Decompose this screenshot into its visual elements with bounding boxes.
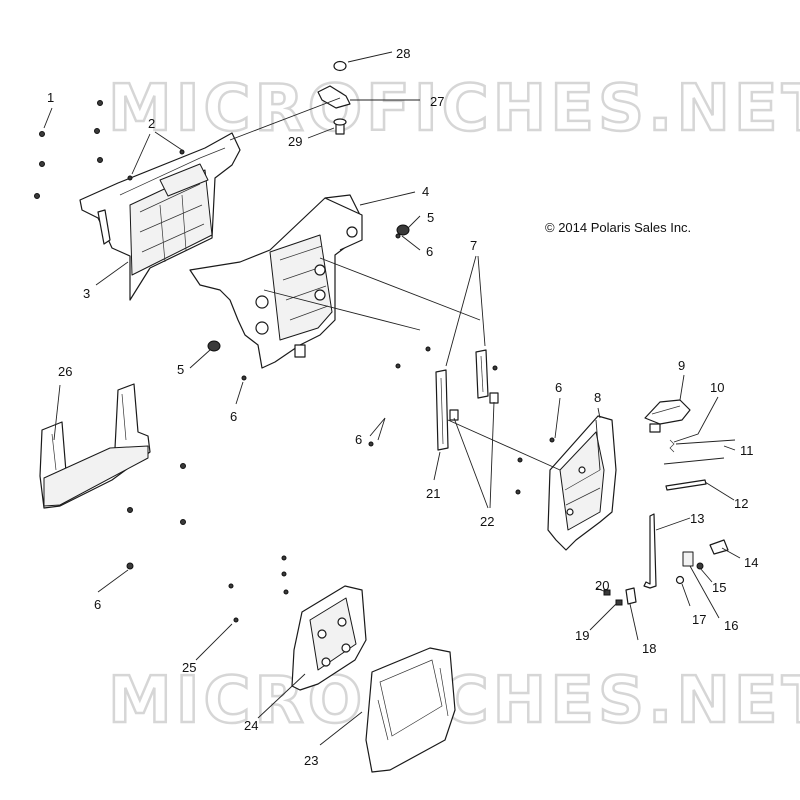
part-23-back-cushion xyxy=(365,647,456,773)
part-22-clip-right xyxy=(489,392,499,404)
callout-6-right: 6 xyxy=(555,380,562,395)
callout-21: 21 xyxy=(426,486,440,501)
part-18-hinge xyxy=(625,587,637,605)
callout-22: 22 xyxy=(480,514,494,529)
part-10-spring xyxy=(669,439,675,453)
part-7-rail-right xyxy=(475,349,489,399)
part-13-bent-rod xyxy=(643,513,657,589)
fasteners xyxy=(34,100,555,623)
callout-labels: 1 2 3 4 5 5 6 6 6 6 6 7 8 9 10 11 12 13 … xyxy=(47,46,758,768)
copyright-text: © 2014 Polaris Sales Inc. xyxy=(545,220,691,235)
part-15-nut xyxy=(696,562,704,570)
part-3-upper-bracket xyxy=(79,132,241,301)
callout-18: 18 xyxy=(642,641,656,656)
callout-3: 3 xyxy=(83,286,90,301)
callout-11: 11 xyxy=(740,443,754,458)
part-4-main-frame xyxy=(189,194,363,369)
part-29-stud xyxy=(333,118,347,135)
callout-5-upper: 5 xyxy=(427,210,434,225)
callout-2: 2 xyxy=(148,116,155,131)
callout-8: 8 xyxy=(594,390,601,405)
callout-15: 15 xyxy=(712,580,726,595)
callout-29: 29 xyxy=(288,134,302,149)
part-5-nut-lower xyxy=(207,340,221,352)
callout-5-lower: 5 xyxy=(177,362,184,377)
callout-26: 26 xyxy=(58,364,72,379)
callout-24: 24 xyxy=(244,718,258,733)
part-26-left-cover xyxy=(39,383,151,509)
callout-16: 16 xyxy=(724,618,738,633)
part-19-bolt xyxy=(615,599,623,606)
callout-28: 28 xyxy=(396,46,410,61)
callout-13: 13 xyxy=(690,511,704,526)
callout-19: 19 xyxy=(575,628,589,643)
part-14-latch xyxy=(709,539,729,555)
callout-6-frame: 6 xyxy=(426,244,433,259)
part-7-rail-left xyxy=(435,369,449,451)
callout-17: 17 xyxy=(692,612,706,627)
callout-4: 4 xyxy=(422,184,429,199)
part-9-latch-cover xyxy=(644,399,691,433)
callout-23: 23 xyxy=(304,753,318,768)
part-5-nut-upper xyxy=(396,224,410,236)
part-8-rear-plate xyxy=(547,415,617,551)
callout-25: 25 xyxy=(182,660,196,675)
callout-6-center: 6 xyxy=(355,432,362,447)
part-16-bracket xyxy=(682,551,694,567)
part-20-bolt xyxy=(603,589,611,596)
callout-6-lower-left: 6 xyxy=(230,409,237,424)
watermark-top: MICROFICHES.NET xyxy=(108,72,800,146)
part-28-nut xyxy=(333,60,347,72)
leader-lines xyxy=(43,51,741,746)
callout-1: 1 xyxy=(47,90,54,105)
part-17-washer xyxy=(675,575,685,585)
callout-7: 7 xyxy=(470,238,477,253)
part-27-strap xyxy=(317,85,351,109)
callout-12: 12 xyxy=(734,496,748,511)
part-12-rod xyxy=(665,479,707,491)
callout-20: 20 xyxy=(595,578,609,593)
part-22-clip-left xyxy=(449,409,459,421)
callout-6-bottom-left: 6 xyxy=(94,597,101,612)
callout-14: 14 xyxy=(744,555,758,570)
callout-10: 10 xyxy=(710,380,724,395)
part-11-pins xyxy=(663,439,736,465)
callout-27: 27 xyxy=(430,94,444,109)
part-24-pad-backing xyxy=(291,585,367,691)
callout-9: 9 xyxy=(678,358,685,373)
